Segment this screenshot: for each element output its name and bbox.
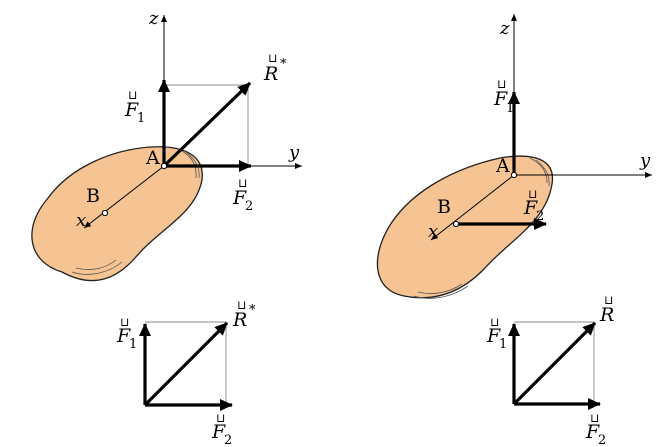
svg-text:⊔: ⊔ bbox=[528, 187, 537, 201]
svg-text:F: F bbox=[232, 187, 247, 209]
label-f1-left: ⊔ F 1 bbox=[124, 88, 145, 126]
rigid-body-right bbox=[376, 155, 554, 299]
y-axis-label-right: y bbox=[639, 150, 651, 171]
sum-label-r-left: ⊔ R * bbox=[232, 298, 256, 331]
point-b-right bbox=[452, 220, 460, 228]
guide-lines-left bbox=[164, 84, 249, 166]
label-f1-right: ⊔ F 1 bbox=[493, 77, 514, 116]
svg-text:*: * bbox=[249, 303, 256, 318]
svg-text:F: F bbox=[211, 421, 226, 443]
right-panel: z y x A B ⊔ F 1 ⊔ F 2 bbox=[376, 14, 652, 299]
point-b-left bbox=[101, 209, 109, 217]
svg-text:2: 2 bbox=[245, 199, 253, 214]
point-b-label-left: B bbox=[86, 185, 100, 207]
x-axis-label-right: x bbox=[428, 221, 438, 242]
point-b-label-right: B bbox=[437, 196, 451, 218]
svg-text:1: 1 bbox=[506, 101, 514, 116]
svg-text:F: F bbox=[486, 325, 501, 347]
force-sum-right: ⊔ F 1 ⊔ R ⊔ F 2 bbox=[486, 293, 614, 447]
sum-label-f2-left: ⊔ F 2 bbox=[211, 411, 232, 447]
svg-text:F: F bbox=[585, 421, 600, 443]
sum-label-f1-left: ⊔ F 1 bbox=[116, 315, 137, 352]
x-axis-label-left: x bbox=[76, 210, 86, 231]
sum-r-left bbox=[143, 321, 229, 407]
sum-label-r-right: ⊔ R bbox=[599, 293, 614, 326]
sum-label-f1-right: ⊔ F 1 bbox=[486, 315, 507, 352]
x-axis-left bbox=[83, 165, 165, 229]
svg-text:F: F bbox=[116, 325, 131, 347]
shading-right bbox=[413, 157, 550, 299]
vector-r-left bbox=[162, 81, 252, 168]
svg-text:F: F bbox=[523, 197, 538, 219]
svg-text:⊔: ⊔ bbox=[268, 51, 277, 65]
svg-text:F: F bbox=[493, 88, 508, 110]
svg-text:2: 2 bbox=[598, 433, 606, 447]
svg-text:2: 2 bbox=[536, 209, 544, 224]
svg-text:1: 1 bbox=[129, 337, 137, 352]
label-r-left: ⊔ R * bbox=[263, 51, 287, 85]
shading-left bbox=[71, 149, 200, 275]
svg-text:⊔: ⊔ bbox=[604, 293, 613, 307]
svg-text:R: R bbox=[232, 309, 247, 331]
svg-text:*: * bbox=[280, 57, 287, 72]
svg-text:⊔: ⊔ bbox=[490, 315, 499, 329]
point-a-right bbox=[510, 171, 518, 179]
label-f2-right: ⊔ F 2 bbox=[523, 187, 544, 224]
svg-text:F: F bbox=[124, 99, 139, 121]
point-a-left bbox=[160, 162, 168, 170]
force-sum-left: ⊔ F 1 ⊔ R * ⊔ F 2 bbox=[116, 298, 256, 447]
label-f2-left: ⊔ F 2 bbox=[232, 176, 253, 214]
svg-text:2: 2 bbox=[224, 433, 232, 447]
y-axis-label-left: y bbox=[288, 142, 300, 163]
svg-text:⊔: ⊔ bbox=[497, 77, 506, 91]
left-panel: z y x A B ⊔ F 1 ⊔ R * ⊔ F 2 bbox=[31, 8, 302, 282]
svg-text:R: R bbox=[599, 304, 614, 326]
svg-text:⊔: ⊔ bbox=[238, 176, 247, 190]
point-a-label-left: A bbox=[145, 147, 160, 169]
z-axis-label-left: z bbox=[148, 8, 159, 29]
svg-text:R: R bbox=[263, 63, 278, 85]
svg-text:⊔: ⊔ bbox=[128, 88, 137, 102]
svg-text:1: 1 bbox=[137, 111, 145, 126]
svg-text:⊔: ⊔ bbox=[216, 411, 225, 425]
sum-r-right bbox=[512, 321, 597, 406]
svg-text:⊔: ⊔ bbox=[120, 315, 129, 329]
z-axis-label-right: z bbox=[499, 18, 510, 39]
sum-label-f2-right: ⊔ F 2 bbox=[585, 411, 606, 447]
svg-text:⊔: ⊔ bbox=[590, 411, 599, 425]
x-axis-right bbox=[430, 174, 515, 241]
svg-text:⊔: ⊔ bbox=[237, 298, 246, 312]
point-a-label-right: A bbox=[495, 155, 510, 177]
svg-text:1: 1 bbox=[499, 337, 507, 352]
rigid-body-left bbox=[31, 146, 203, 282]
